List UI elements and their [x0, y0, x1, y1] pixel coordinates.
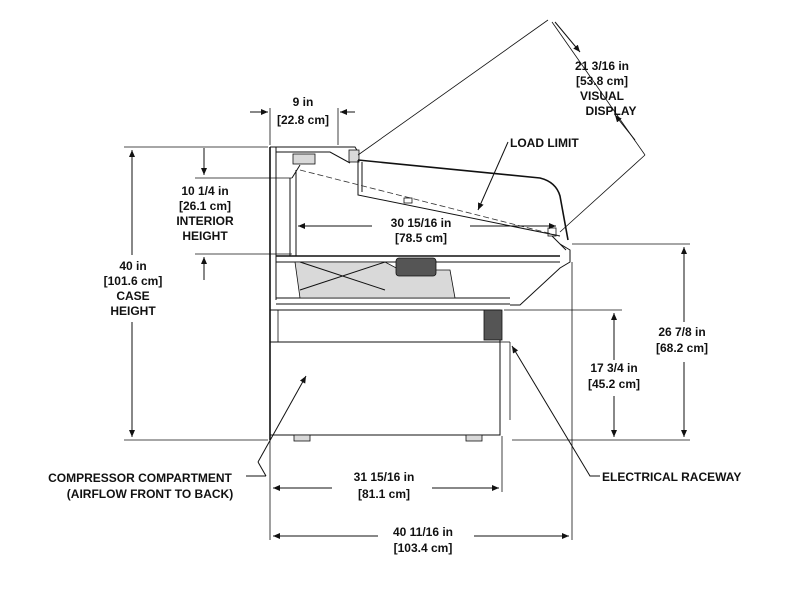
top-width-label: 9 in [22.8 cm]: [277, 95, 329, 127]
overall-depth-cm: [103.4 cm]: [394, 541, 453, 555]
dimension-lines: [124, 19, 690, 540]
case-height-inches: 40 in: [119, 259, 146, 273]
case-height-label: 40 in [101.6 cm] CASE HEIGHT: [104, 259, 163, 318]
deck-height-label: 26 7/8 in [68.2 cm]: [656, 325, 708, 355]
raceway-height-inches: 17 3/4 in: [590, 361, 637, 375]
visual-display-word1: VISUAL: [580, 89, 624, 103]
interior-depth-cm: [78.5 cm]: [395, 231, 447, 245]
compressor-label: COMPRESSOR COMPARTMENT (AIRFLOW FRONT TO…: [48, 471, 233, 501]
visual-display-inches: 21 3/16 in: [575, 59, 629, 73]
visual-display-label: 21 3/16 in [53.8 cm] VISUAL DISPLAY: [575, 59, 636, 118]
curved-glass: [299, 159, 569, 251]
interior-depth-inches: 30 15/16 in: [391, 216, 452, 230]
interior-height-word1: INTERIOR: [176, 214, 234, 228]
visual-display-cm: [53.8 cm]: [576, 74, 628, 88]
interior-height-cm: [26.1 cm]: [179, 199, 231, 213]
overall-depth-label: 40 11/16 in [103.4 cm]: [393, 525, 453, 555]
compressor-line1: COMPRESSOR COMPARTMENT: [48, 471, 232, 485]
case-height-word2: HEIGHT: [110, 304, 156, 318]
visual-display-word2: DISPLAY: [586, 104, 637, 118]
deck-height-cm: [68.2 cm]: [656, 341, 708, 355]
compressor-line2: (AIRFLOW FRONT TO BACK): [67, 487, 233, 501]
interior-height-inches: 10 1/4 in: [181, 184, 228, 198]
interior-depth-label: 30 15/16 in [78.5 cm]: [391, 216, 452, 245]
case-height-cm: [101.6 cm]: [104, 274, 163, 288]
load-limit-label: LOAD LIMIT: [510, 136, 579, 150]
interior-height-label: 10 1/4 in [26.1 cm] INTERIOR HEIGHT: [176, 184, 234, 243]
base-depth-inches: 31 15/16 in: [354, 470, 415, 484]
case-height-word1: CASE: [116, 289, 149, 303]
top-width-cm: [22.8 cm]: [277, 113, 329, 127]
raceway-height-label: 17 3/4 in [45.2 cm]: [588, 361, 640, 391]
case-outline: [269, 146, 571, 442]
deck-height-inches: 26 7/8 in: [658, 325, 705, 339]
interior-height-word2: HEIGHT: [182, 229, 228, 243]
base-depth-cm: [81.1 cm]: [358, 487, 410, 501]
raceway-height-cm: [45.2 cm]: [588, 377, 640, 391]
base-depth-label: 31 15/16 in [81.1 cm]: [354, 470, 415, 501]
electrical-raceway-label: ELECTRICAL RACEWAY: [602, 470, 741, 484]
top-width-inches: 9 in: [293, 95, 314, 109]
overall-depth-inches: 40 11/16 in: [393, 525, 453, 539]
